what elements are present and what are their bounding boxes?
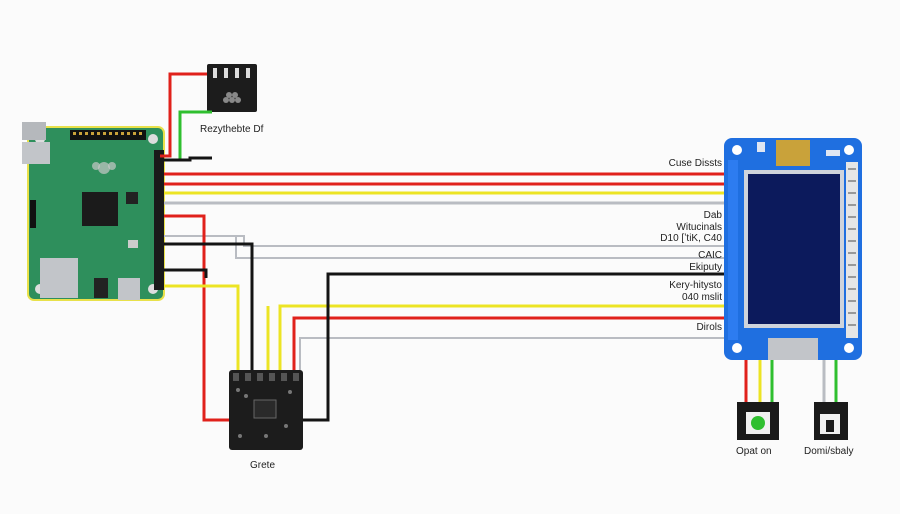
- display-label-8: 040 mslit: [681, 292, 722, 303]
- led-module: [737, 402, 779, 440]
- display-screen: [748, 174, 840, 324]
- display-label-6: Ekiputy: [689, 262, 722, 273]
- driver-module: [229, 370, 303, 450]
- sensor-chip-icon: [223, 92, 241, 103]
- display-label-7: Kery-hitysto: [669, 280, 722, 291]
- display-label-4: D10 [ʼtiK, C40: [660, 233, 722, 244]
- display-label-5: CAIC: [698, 250, 722, 261]
- top-sensor-module: [207, 64, 257, 112]
- wires: [160, 72, 838, 422]
- led-icon: [751, 416, 765, 430]
- driver-module-label: Grete: [250, 460, 276, 471]
- display-label-9: Dirols: [696, 322, 722, 333]
- display-label-3: Witucinals: [676, 222, 722, 233]
- switch-icon: [826, 420, 834, 432]
- display-board: [724, 138, 862, 360]
- switch-module-label: Domi/sbaly: [804, 446, 854, 457]
- raspberry-pi-board: [22, 122, 165, 301]
- top-module-label: Rezythebte Df: [200, 124, 264, 135]
- led-module-label: Opat on: [736, 446, 772, 457]
- raspberry-logo-icon: [92, 162, 116, 174]
- switch-module: [814, 402, 848, 440]
- display-label-1: Cuse Dissts: [668, 158, 722, 169]
- display-label-2: Dab: [703, 210, 722, 221]
